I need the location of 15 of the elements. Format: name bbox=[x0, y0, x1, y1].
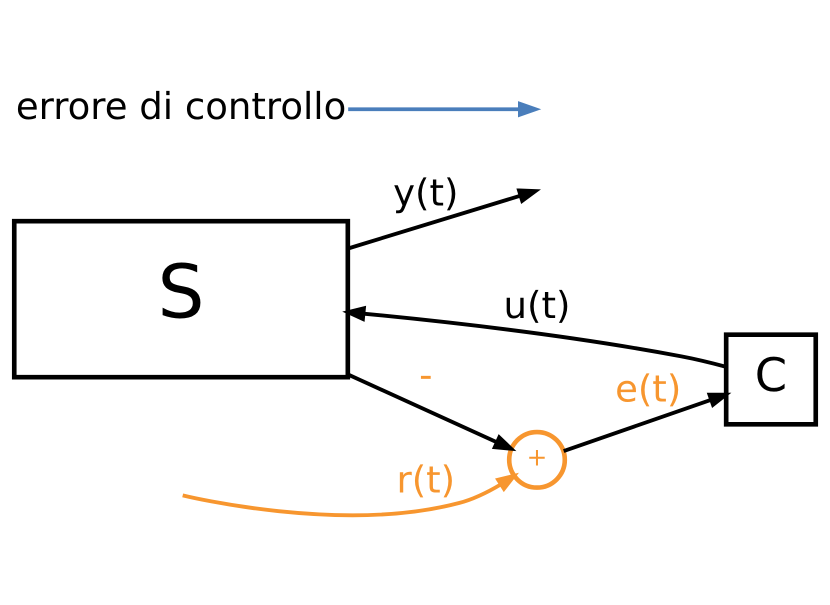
arrow bbox=[563, 392, 732, 453]
node-circle: + bbox=[506, 430, 568, 490]
node-box: S bbox=[12, 218, 350, 380]
arrow bbox=[182, 472, 519, 517]
arrow bbox=[342, 306, 726, 369]
edge-label: e(t) bbox=[615, 367, 682, 410]
arrow bbox=[347, 372, 516, 452]
node-box: C bbox=[724, 332, 818, 427]
arrow bbox=[348, 188, 541, 250]
node-text: errore di controllo bbox=[16, 84, 346, 128]
edge-label: y(t) bbox=[393, 171, 458, 214]
arrow bbox=[348, 101, 542, 118]
edge-label: u(t) bbox=[504, 284, 570, 328]
edge-label: r(t) bbox=[396, 458, 456, 502]
edge-label: - bbox=[419, 354, 432, 397]
